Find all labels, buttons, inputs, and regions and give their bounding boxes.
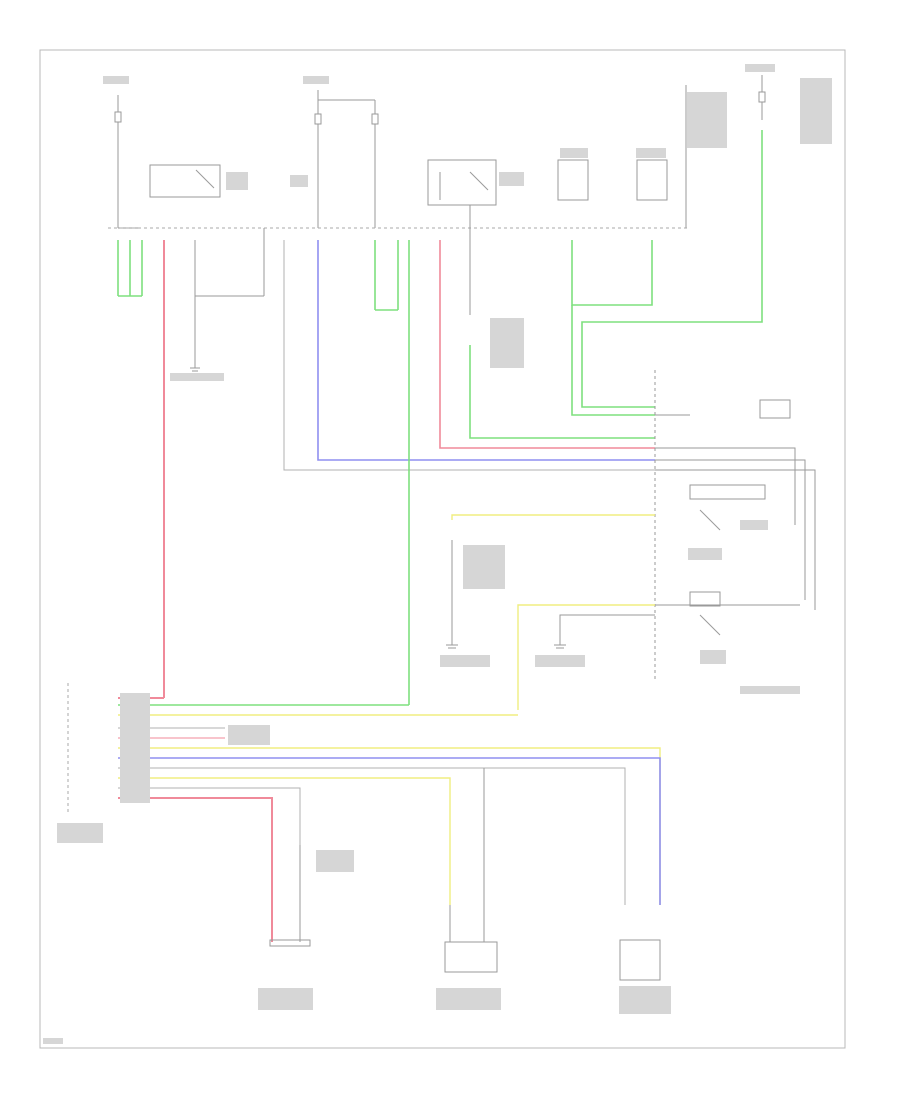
relay-module-internals — [655, 399, 816, 636]
wire-green-center — [374, 240, 410, 705]
wire-gray-long — [283, 240, 655, 471]
wire-green-sensor — [469, 345, 655, 439]
wire-gray-relay-ground — [451, 540, 655, 645]
wire-blue-upper — [317, 240, 655, 461]
ecm-pin-wires — [118, 697, 661, 942]
fuse-icon — [114, 91, 766, 125]
wire-red-upper — [439, 240, 655, 449]
power-feed-center — [317, 90, 376, 228]
wire-gray-ground — [194, 228, 265, 368]
relay-icon — [149, 159, 668, 206]
illegible-labels — [43, 64, 832, 1044]
wire-yellow-long — [517, 604, 655, 710]
diagram-frame — [39, 49, 846, 1049]
ground-symbol — [190, 367, 566, 649]
wire-green-right — [571, 130, 763, 416]
wire-yellow-relay — [451, 514, 655, 520]
wire-green-left — [117, 240, 143, 297]
sensor-icon — [269, 845, 661, 981]
